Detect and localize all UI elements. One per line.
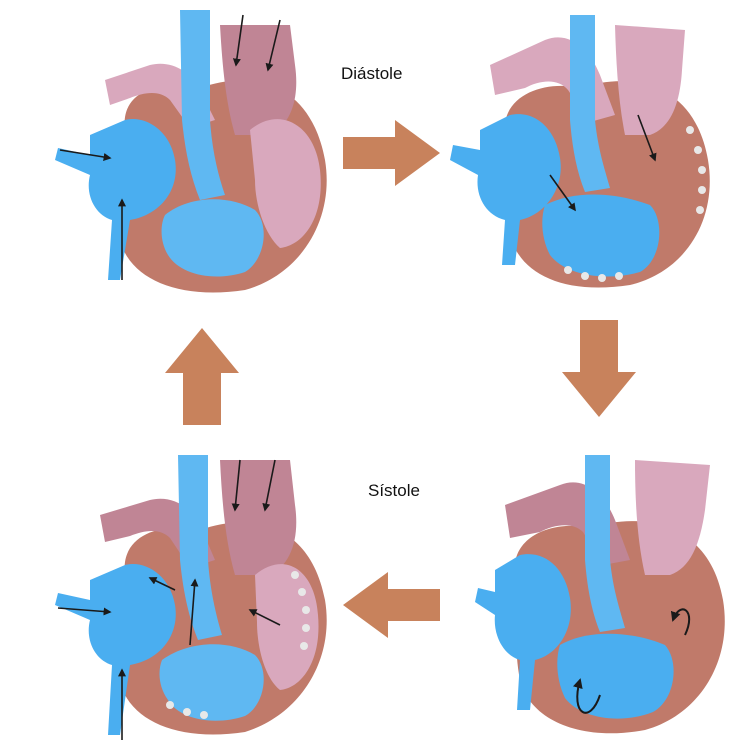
aorta [220,25,296,135]
heart-panel-bottom-right [475,450,739,745]
diastole-label: Diástole [341,64,402,84]
cycle-arrow-up [165,328,239,425]
heart-panel-top-left [50,10,350,300]
cycle-arrow-right [343,120,440,186]
aorta [220,460,296,575]
cycle-arrow-down [562,320,636,417]
right-ventricle [557,634,673,719]
heart-panel-top-right [450,10,739,300]
sistole-label: Sístole [368,481,420,501]
cycle-arrow-left [343,572,440,638]
heart-panel-bottom-left [50,450,350,745]
